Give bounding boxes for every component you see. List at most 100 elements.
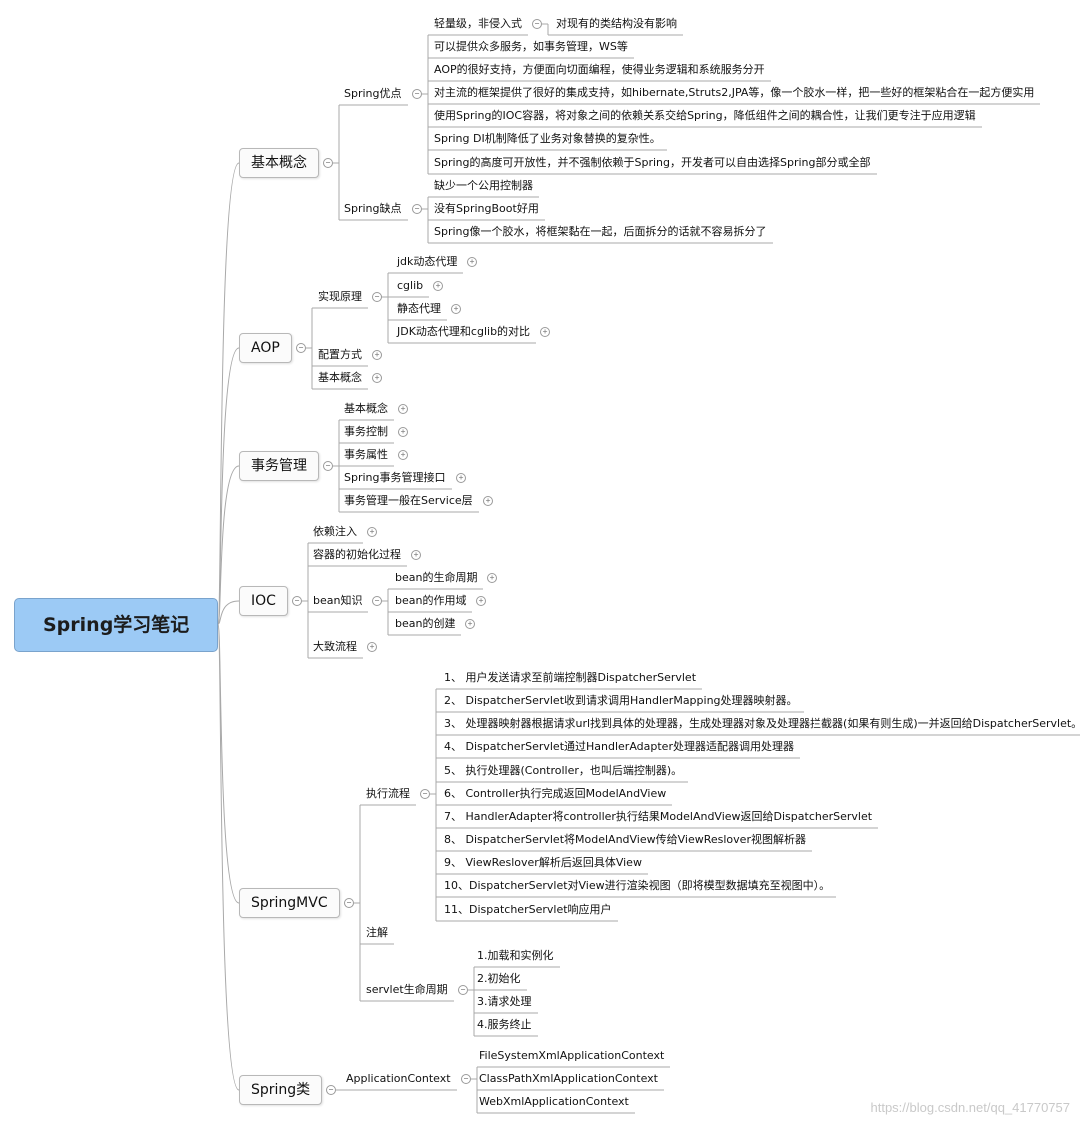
node-3-0[interactable]: 依赖注入 [313, 525, 357, 538]
node-3-2[interactable]: bean知识 [313, 594, 363, 607]
watermark: https://blog.csdn.net/qq_41770757 [870, 1100, 1071, 1115]
node-4-2-0[interactable]: 1.加载和实例化 [477, 949, 554, 962]
node-4-2-3[interactable]: 4.服务终止 [477, 1018, 532, 1031]
node-1-0-2[interactable]: 静态代理 [397, 302, 441, 315]
node-0-0-0[interactable]: 轻量级，非侵入式 [434, 17, 522, 30]
toggle-0-0[interactable]: − [412, 89, 422, 99]
node-4-0[interactable]: 执行流程 [366, 787, 410, 800]
node-1-0-3[interactable]: JDK动态代理和cglib的对比 [397, 325, 531, 338]
toggle-5[interactable]: − [326, 1085, 336, 1095]
toggle-3-2[interactable]: − [372, 596, 382, 606]
toggle-1-0-1[interactable]: + [433, 281, 443, 291]
branch-node-3[interactable]: IOC [239, 586, 288, 616]
node-4-0-10[interactable]: 11、DispatcherServlet响应用户 [444, 903, 612, 916]
node-0-0-1[interactable]: 可以提供众多服务，如事务管理，WS等 [434, 40, 628, 53]
node-0-1-1[interactable]: 没有SpringBoot好用 [434, 202, 539, 215]
branch-node-0[interactable]: 基本概念 [239, 148, 319, 178]
node-5-0-2[interactable]: WebXmlApplicationContext [479, 1095, 629, 1108]
node-4-0-2[interactable]: 3、 处理器映射器根据请求url找到具体的处理器，生成处理器对象及处理器拦截器(… [444, 717, 1080, 730]
toggle-3-2-1[interactable]: + [476, 596, 486, 606]
node-2-3[interactable]: Spring事务管理接口 [344, 471, 446, 484]
node-0-1[interactable]: Spring缺点 [344, 202, 402, 215]
toggle-3[interactable]: − [292, 596, 302, 606]
toggle-3-0[interactable]: + [367, 527, 377, 537]
node-1-0-1[interactable]: cglib [397, 279, 424, 292]
toggle-0[interactable]: − [323, 158, 333, 168]
node-2-2[interactable]: 事务属性 [344, 448, 388, 461]
node-4-2-2[interactable]: 3.请求处理 [477, 995, 532, 1008]
node-4-0-9[interactable]: 10、DispatcherServlet对View进行渲染视图（即将模型数据填充… [444, 879, 831, 892]
node-2-4[interactable]: 事务管理一般在Service层 [344, 494, 473, 507]
root-link-4 [217, 623, 240, 904]
node-1-0-0[interactable]: jdk动态代理 [397, 255, 458, 268]
toggle-1[interactable]: − [296, 343, 306, 353]
branch-node-2[interactable]: 事务管理 [239, 451, 319, 481]
toggle-0-1[interactable]: − [412, 204, 422, 214]
node-0-0-5[interactable]: Spring DI机制降低了业务对象替换的复杂性。 [434, 132, 661, 145]
node-3-2-1[interactable]: bean的作用域 [395, 594, 467, 607]
branch-node-1[interactable]: AOP [239, 333, 292, 363]
toggle-3-1[interactable]: + [411, 550, 421, 560]
toggle-1-0-0[interactable]: + [467, 257, 477, 267]
node-4-0-5[interactable]: 6、 Controller执行完成返回ModelAndView [444, 787, 667, 800]
node-0-1-0[interactable]: 缺少一个公用控制器 [434, 179, 533, 192]
branch-node-4[interactable]: SpringMVC [239, 888, 340, 918]
node-2-1[interactable]: 事务控制 [344, 425, 388, 438]
node-3-1[interactable]: 容器的初始化过程 [313, 548, 401, 561]
toggle-2-4[interactable]: + [483, 496, 493, 506]
node-4-0-7[interactable]: 8、 DispatcherServlet将ModelAndView传给ViewR… [444, 833, 806, 846]
toggle-5-0[interactable]: − [461, 1074, 471, 1084]
node-5-0[interactable]: ApplicationContext [346, 1072, 451, 1085]
root-link-1 [217, 347, 240, 625]
toggle-3-2-0[interactable]: + [487, 573, 497, 583]
node-4-0-6[interactable]: 7、 HandlerAdapter将controller执行结果ModelAnd… [444, 810, 873, 823]
node-4-0-1[interactable]: 2、 DispatcherServlet收到请求调用HandlerMapping… [444, 694, 798, 707]
node-3-3[interactable]: 大致流程 [313, 640, 357, 653]
node-0-0-4[interactable]: 使用Spring的IOC容器，将对象之间的依赖关系交给Spring，降低组件之间… [434, 109, 976, 122]
node-4-0-4[interactable]: 5、 执行处理器(Controller，也叫后端控制器)。 [444, 764, 683, 777]
node-4-1[interactable]: 注解 [366, 926, 388, 939]
node-5-0-1[interactable]: ClassPathXmlApplicationContext [479, 1072, 658, 1085]
node-0-1-2[interactable]: Spring像一个胶水，将框架黏在一起，后面拆分的话就不容易拆分了 [434, 225, 767, 238]
toggle-3-2-2[interactable]: + [465, 619, 475, 629]
node-1-1[interactable]: 配置方式 [318, 348, 362, 361]
node-0-0-0-0[interactable]: 对现有的类结构没有影响 [556, 17, 677, 30]
node-4-2[interactable]: servlet生命周期 [366, 983, 448, 996]
toggle-2-2[interactable]: + [398, 450, 408, 460]
toggle-1-2[interactable]: + [372, 373, 382, 383]
toggle-0-0-0[interactable]: − [532, 19, 542, 29]
toggle-2[interactable]: − [323, 461, 333, 471]
toggle-1-0[interactable]: − [372, 292, 382, 302]
toggle-4[interactable]: − [344, 898, 354, 908]
node-3-2-2[interactable]: bean的创建 [395, 617, 456, 630]
node-5-0-0[interactable]: FileSystemXmlApplicationContext [479, 1049, 665, 1062]
root-link-5 [217, 623, 240, 1091]
node-1-2[interactable]: 基本概念 [318, 371, 362, 384]
toggle-2-0[interactable]: + [398, 404, 408, 414]
toggle-4-2[interactable]: − [458, 985, 468, 995]
node-3-2-0[interactable]: bean的生命周期 [395, 571, 478, 584]
node-4-2-1[interactable]: 2.初始化 [477, 972, 521, 985]
toggle-2-3[interactable]: + [456, 473, 466, 483]
node-2-0[interactable]: 基本概念 [344, 402, 388, 415]
toggle-4-0[interactable]: − [420, 789, 430, 799]
toggle-1-0-2[interactable]: + [451, 304, 461, 314]
toggle-1-0-3[interactable]: + [540, 327, 550, 337]
node-0-0[interactable]: Spring优点 [344, 87, 402, 100]
node-0-0-3[interactable]: 对主流的框架提供了很好的集成支持，如hibernate,Struts2,JPA等… [434, 86, 1035, 99]
toggle-3-3[interactable]: + [367, 642, 377, 652]
root-link-2 [217, 465, 240, 625]
node-4-0-8[interactable]: 9、 ViewReslover解析后返回具体View [444, 856, 642, 869]
root-link-0 [217, 162, 240, 625]
toggle-2-1[interactable]: + [398, 427, 408, 437]
node-0-0-2[interactable]: AOP的很好支持，方便面向切面编程，使得业务逻辑和系统服务分开 [434, 63, 765, 76]
node-0-0-6[interactable]: Spring的高度可开放性，并不强制依赖于Spring，开发者可以自由选择Spr… [434, 156, 871, 169]
root-node[interactable]: Spring学习笔记 [14, 598, 219, 652]
node-4-0-3[interactable]: 4、 DispatcherServlet通过HandlerAdapter处理器适… [444, 740, 794, 753]
root-link-3 [217, 600, 240, 625]
toggle-1-1[interactable]: + [372, 350, 382, 360]
branch-node-5[interactable]: Spring类 [239, 1075, 323, 1105]
node-1-0[interactable]: 实现原理 [318, 290, 362, 303]
node-4-0-0[interactable]: 1、 用户发送请求至前端控制器DispatcherServlet [444, 671, 697, 684]
